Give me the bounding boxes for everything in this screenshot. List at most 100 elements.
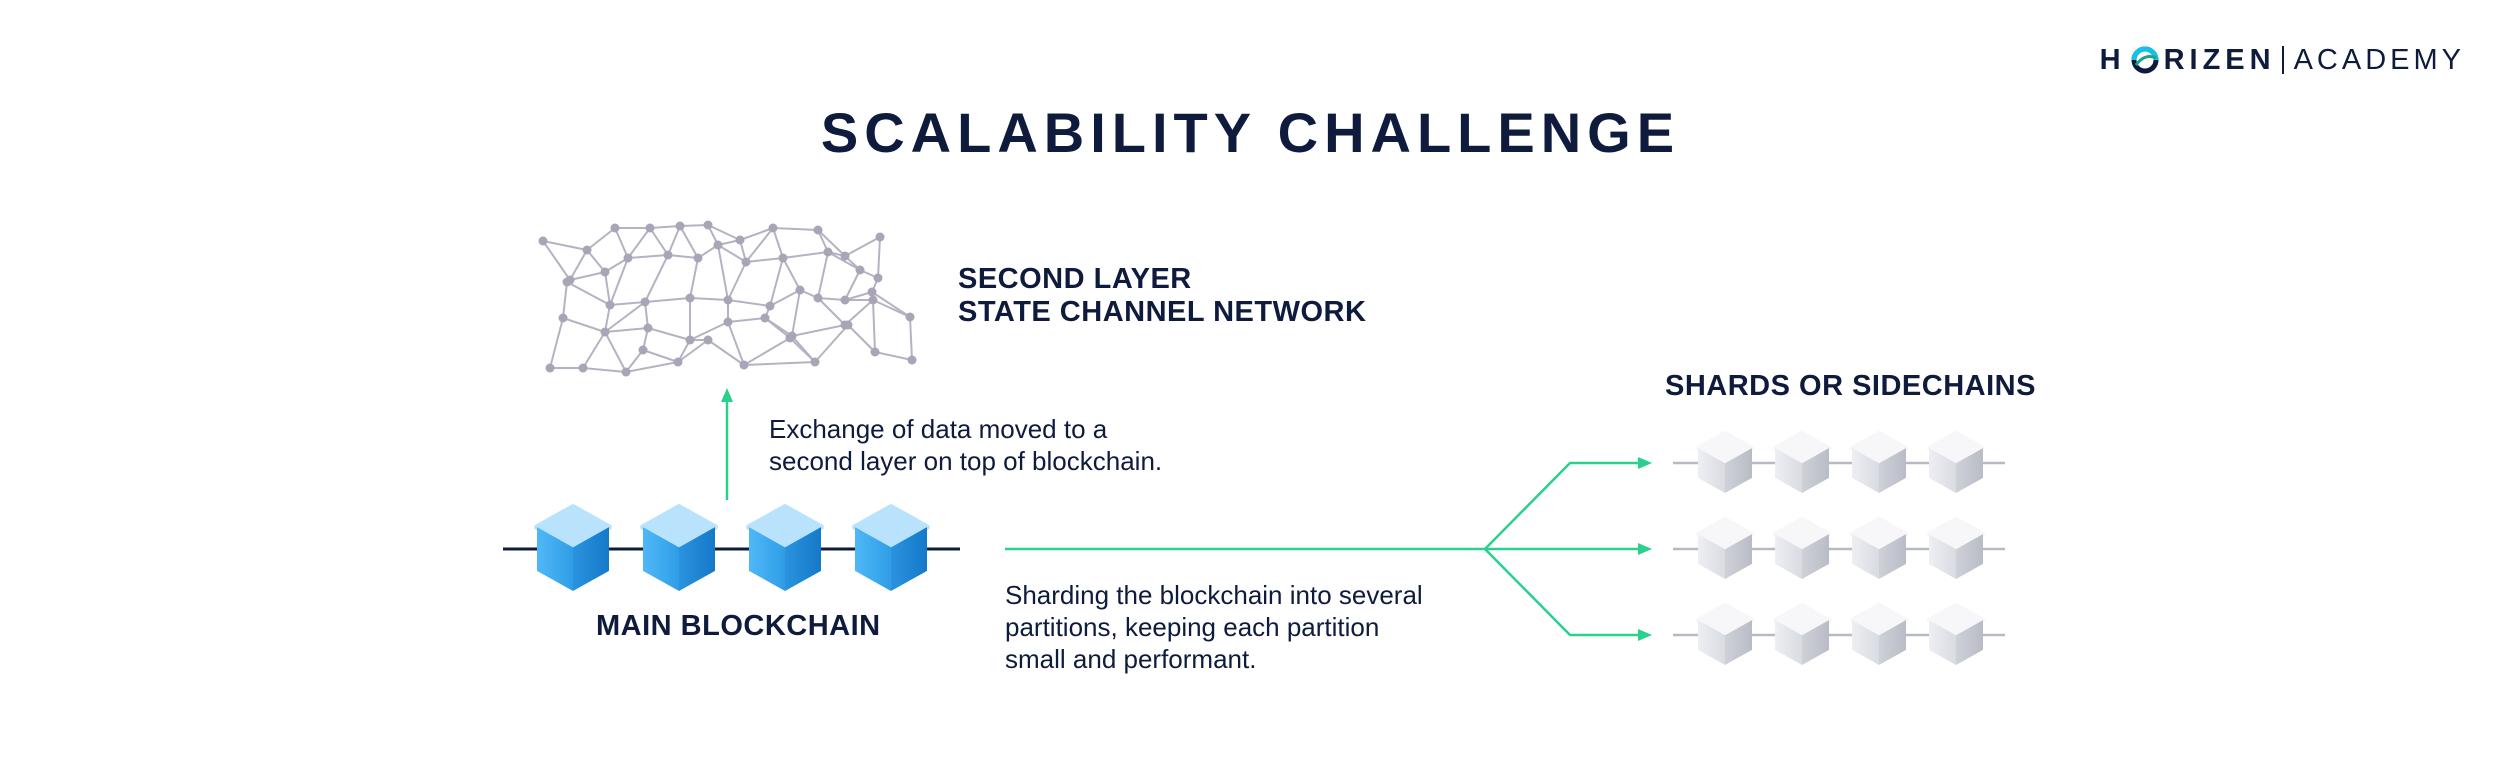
network-node [638, 345, 648, 355]
network-edge [677, 339, 709, 363]
network-edge [649, 227, 669, 256]
network-edge [689, 297, 729, 301]
network-edge [689, 257, 699, 299]
network-edge [844, 291, 873, 301]
network-edge [569, 271, 606, 281]
network-edge [769, 257, 784, 307]
network-edge [549, 317, 564, 369]
main-block-3 [746, 504, 824, 591]
network-node [558, 313, 568, 323]
logo-rest: RIZEN [2163, 43, 2276, 76]
network-edge [582, 367, 627, 373]
network-edge [569, 249, 588, 281]
network-edge [679, 224, 709, 227]
network-edge [644, 254, 669, 303]
network-node [855, 265, 865, 275]
shard-block-3-2 [1772, 602, 1832, 665]
network-edge [562, 317, 606, 333]
network-node [545, 363, 555, 373]
shard-block-1-3 [1849, 430, 1909, 493]
network-edge [743, 337, 791, 366]
network-edge [586, 227, 616, 251]
network-edge [909, 316, 913, 361]
network-edge [604, 331, 627, 373]
shard-block-2-4 [1926, 516, 1986, 579]
shard-block-2-1 [1695, 516, 1755, 579]
network-node [907, 355, 917, 365]
network-edge [844, 269, 861, 301]
network-edge [827, 251, 861, 271]
network-edge [782, 257, 801, 291]
network-edge [844, 236, 881, 257]
network-node [813, 293, 823, 303]
network-edge [644, 297, 691, 303]
network-edge [791, 324, 846, 337]
shard-block-3-4 [1926, 602, 1986, 665]
network-node [605, 300, 615, 310]
network-edge [604, 304, 611, 333]
network-edge [772, 227, 784, 259]
shard-block-3-1 [1695, 602, 1755, 665]
network-edge [689, 321, 729, 341]
network-edge [582, 331, 606, 369]
network-edge [817, 251, 829, 299]
network-node [768, 223, 778, 233]
network-edge [872, 299, 876, 353]
network-node [843, 320, 853, 330]
network-node [760, 313, 770, 323]
network-node [645, 223, 655, 233]
network-edge [727, 317, 766, 323]
logo-letter-h: H [2099, 43, 2126, 76]
shards-label: SHARDS OR SIDECHAINS [1665, 370, 2036, 402]
network-node [765, 301, 775, 311]
network-edge [609, 301, 646, 306]
second-layer-label-line1: SECOND LAYER [958, 263, 1192, 295]
second-layer-description-line1: Exchange of data moved to a [769, 414, 1108, 444]
second-layer-description-line2: second layer on top of blockchain. [769, 446, 1163, 476]
network-node [905, 312, 915, 322]
network-node [870, 347, 880, 357]
network-node [600, 267, 610, 277]
network-node [840, 251, 850, 261]
network-node [840, 295, 850, 305]
sharding-arrow [1005, 461, 1645, 637]
shard-chains [1673, 430, 2005, 665]
network-edge [877, 236, 881, 279]
network-node [673, 357, 683, 367]
network-edge [782, 251, 829, 259]
network-node [562, 277, 572, 287]
network-edge [847, 324, 876, 353]
network-node [685, 293, 695, 303]
network-edge [609, 257, 629, 306]
network-edge [717, 244, 729, 301]
network-node [739, 360, 749, 370]
network-node [875, 232, 885, 242]
logo-divider [2281, 46, 2284, 74]
network-edge [647, 327, 691, 341]
network-edge [817, 297, 846, 301]
network-edge [772, 227, 819, 231]
main-block-2 [640, 504, 718, 591]
network-edge [717, 244, 747, 263]
network-edge [872, 299, 911, 318]
sharding-arrowheads [1638, 457, 1652, 641]
network-edge [542, 240, 571, 281]
network-edge [874, 351, 913, 361]
network-node [778, 253, 788, 263]
network-edge [586, 249, 606, 273]
network-edge [791, 289, 801, 337]
network-node [600, 327, 610, 337]
network-edge [745, 257, 784, 263]
shard-block-2-2 [1772, 516, 1832, 579]
main-block-1 [534, 504, 612, 591]
network-node [675, 221, 685, 231]
network-edge [566, 281, 611, 306]
horizen-academy-logo: H RIZEN ACADEMY [2100, 40, 2465, 80]
network-edge [604, 271, 611, 306]
network-node [823, 247, 833, 257]
network-edge [817, 229, 846, 257]
shard-block-1-2 [1772, 430, 1832, 493]
second-layer-label-line2: STATE CHANNEL NETWORK [958, 296, 1367, 328]
main-block-4 [852, 504, 930, 591]
sharding-description-line2: partitions, keeping each partition [1005, 612, 1380, 642]
